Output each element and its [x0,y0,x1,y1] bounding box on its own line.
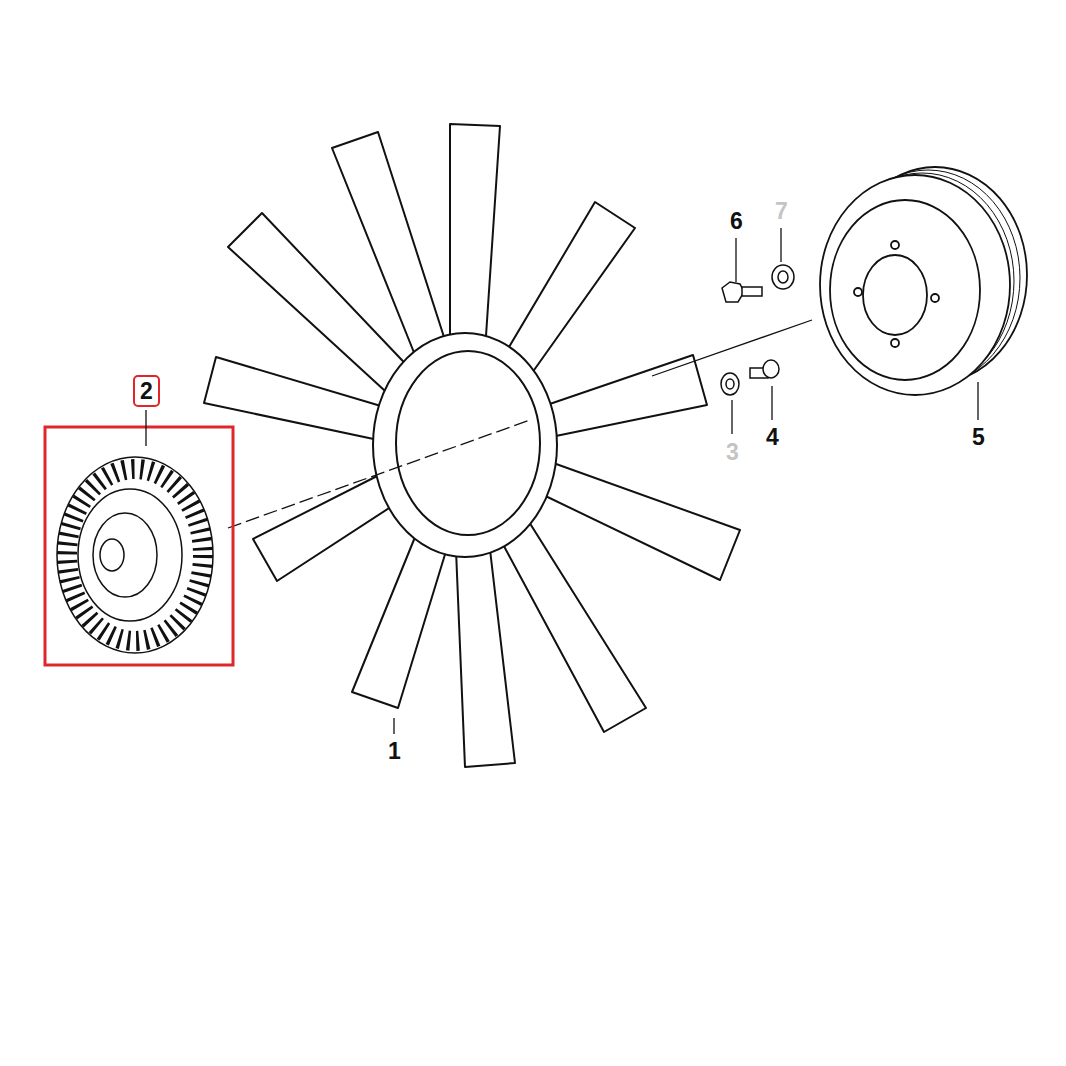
callout-number: 4 [766,424,779,450]
fan-blade [533,460,740,580]
axis-line [228,420,530,528]
fan-blade [538,355,707,438]
leader-line [145,410,146,446]
callout-box: 2 [133,375,160,407]
fan-clutch [57,457,213,653]
callout-number: 7 [775,198,788,224]
screw [750,360,779,378]
callout-number: 5 [972,424,985,450]
fan-ring-inner [396,351,540,535]
callout-number: 1 [388,738,401,764]
callout-number: 3 [726,439,739,465]
fan-blade [455,524,515,767]
fan-blade [450,124,500,366]
bolt [722,282,762,302]
highlight-frame [45,427,233,665]
pulley [820,167,1027,395]
leader-line [394,228,978,734]
callout-number: 6 [730,208,743,234]
callout-number: 2 [140,378,153,404]
fan-ring [373,333,557,557]
axis-line [652,320,812,376]
washer [721,265,794,395]
